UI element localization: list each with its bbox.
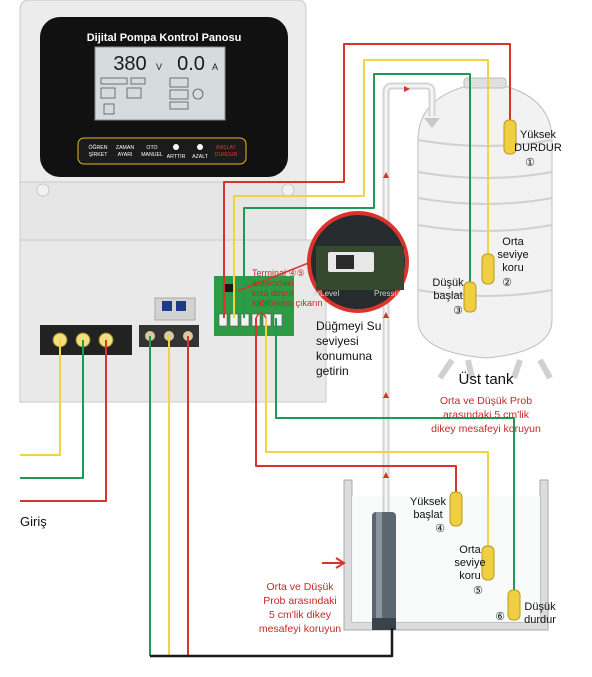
- svg-text:durdur: durdur: [524, 614, 556, 626]
- lower-high-start-probe: [449, 491, 463, 527]
- voltage-unit: V: [156, 62, 162, 72]
- svg-text:Yüksek: Yüksek: [520, 129, 557, 141]
- current-unit: A: [212, 62, 218, 72]
- svg-text:seviye: seviye: [497, 249, 528, 261]
- annotations: Terminal ④⑤ arasındaki kısa devre kablos…: [20, 129, 562, 635]
- svg-text:kablosunu çıkarın: kablosunu çıkarın: [252, 298, 323, 308]
- svg-text:ZAMAN: ZAMAN: [116, 145, 134, 151]
- upper-low-start-probe: [463, 281, 477, 313]
- svg-text:Düğmeyi Su: Düğmeyi Su: [316, 319, 381, 333]
- panel-title: Dijital Pompa Kontrol Panosu: [87, 32, 242, 44]
- lower-mid-level-probe: [481, 545, 495, 581]
- upper-probes: [463, 119, 517, 313]
- level-pressure-switch[interactable]: [336, 255, 354, 269]
- svg-text:arasındaki 5 cm'lik: arasındaki 5 cm'lik: [443, 409, 530, 421]
- svg-text:Orta ve Düşük: Orta ve Düşük: [266, 581, 334, 593]
- lower-distance-note: Orta ve Düşük Prob arasındaki 5 cm'lik d…: [259, 581, 341, 635]
- svg-text:5 cm'lik dikey: 5 cm'lik dikey: [269, 609, 332, 621]
- svg-text:④: ④: [435, 523, 445, 535]
- svg-text:mesafeyi koruyun: mesafeyi koruyun: [259, 623, 341, 635]
- lower-low-stop-probe: [507, 589, 521, 621]
- svg-text:arasındaki: arasındaki: [252, 278, 294, 288]
- learn-button[interactable]: ÖĞREN ŞİRKET: [88, 144, 108, 158]
- upper-tank-label: Üst tank: [458, 370, 514, 388]
- svg-text:getirin: getirin: [316, 364, 349, 378]
- control-panel: Dijital Pompa Kontrol Panosu 380 V 0.0 A…: [19, 0, 327, 403]
- svg-text:seviyesi: seviyesi: [316, 334, 359, 348]
- start-stop-button[interactable]: BAŞLAT DURDUR: [215, 145, 238, 158]
- svg-text:ŞİRKET: ŞİRKET: [89, 151, 109, 158]
- svg-text:③: ③: [453, 305, 463, 317]
- svg-text:DURDUR: DURDUR: [215, 152, 238, 158]
- upper-distance-note: Orta ve Düşük Prob arasındaki 5 cm'lik d…: [431, 395, 541, 435]
- svg-text:Orta: Orta: [459, 544, 481, 556]
- input-label: Giriş: [20, 514, 47, 529]
- svg-text:MANUEL: MANUEL: [141, 152, 163, 158]
- increase-button[interactable]: ARTTIR: [167, 144, 186, 160]
- svg-text:BAŞLAT: BAŞLAT: [216, 145, 236, 151]
- lower-probe-labels: Yüksek başlat ④ Orta seviye koru ⑤ Düşük…: [410, 496, 556, 626]
- upper-mid-level-probe: [481, 253, 495, 285]
- svg-text:seviye: seviye: [454, 557, 485, 569]
- arrow-icon: [322, 557, 346, 569]
- decrease-button[interactable]: AZALT: [192, 144, 209, 160]
- svg-text:②: ②: [502, 277, 512, 289]
- switch-callout: erLevel Pressu: [237, 211, 409, 313]
- switch-label-left: erLevel: [313, 289, 339, 298]
- svg-text:dikey mesafeyi koruyun: dikey mesafeyi koruyun: [431, 423, 541, 435]
- submersible-pump: [372, 512, 396, 630]
- svg-text:Yüksek: Yüksek: [410, 496, 447, 508]
- voltage-readout: 380: [113, 53, 146, 75]
- svg-text:OTO: OTO: [146, 145, 157, 151]
- svg-text:Orta ve Düşük Prob: Orta ve Düşük Prob: [440, 395, 532, 407]
- svg-text:Orta: Orta: [502, 236, 524, 248]
- svg-text:ARTTIR: ARTTIR: [167, 154, 186, 160]
- auto-manual-button[interactable]: OTO MANUEL: [141, 145, 163, 158]
- svg-text:ÖĞREN: ÖĞREN: [88, 144, 107, 151]
- svg-text:①: ①: [525, 157, 535, 169]
- lcd-status-icons: [100, 77, 204, 115]
- svg-text:koru: koru: [502, 262, 523, 274]
- switch-note: Düğmeyi Su seviyesi konumuna getirin: [316, 319, 381, 378]
- svg-text:AYARI: AYARI: [118, 152, 133, 158]
- upper-probe-labels: Yüksek DURDUR ① Orta seviye koru ② Düşük…: [432, 129, 561, 317]
- svg-text:koru: koru: [459, 570, 480, 582]
- svg-text:Prob arasındaki: Prob arasındaki: [263, 595, 337, 607]
- svg-text:Düşük: Düşük: [432, 277, 464, 289]
- svg-text:Düşük: Düşük: [524, 601, 556, 613]
- svg-text:⑤: ⑤: [473, 585, 483, 597]
- svg-text:kısa devre: kısa devre: [252, 288, 294, 298]
- lower-probes: [449, 491, 521, 621]
- svg-text:başlat: başlat: [413, 509, 442, 521]
- current-readout: 0.0: [177, 53, 205, 75]
- upper-tank: [417, 77, 553, 380]
- switch-label-right: Pressu: [374, 289, 399, 298]
- svg-text:AZALT: AZALT: [192, 154, 209, 160]
- svg-text:Terminal ④⑤: Terminal ④⑤: [252, 268, 305, 278]
- svg-text:başlat: başlat: [433, 290, 462, 302]
- panel-buttons: ÖĞREN ŞİRKET ZAMAN AYARI OTO MANUEL ARTT…: [88, 144, 237, 160]
- svg-text:DURDUR: DURDUR: [514, 142, 562, 154]
- svg-text:konumuna: konumuna: [316, 349, 372, 363]
- upper-high-stop-probe: [503, 119, 517, 155]
- terminal-note: Terminal ④⑤ arasındaki kısa devre kablos…: [252, 268, 323, 308]
- wires: [20, 43, 515, 658]
- svg-text:⑥: ⑥: [495, 611, 505, 623]
- time-setting-button[interactable]: ZAMAN AYARI: [116, 145, 134, 158]
